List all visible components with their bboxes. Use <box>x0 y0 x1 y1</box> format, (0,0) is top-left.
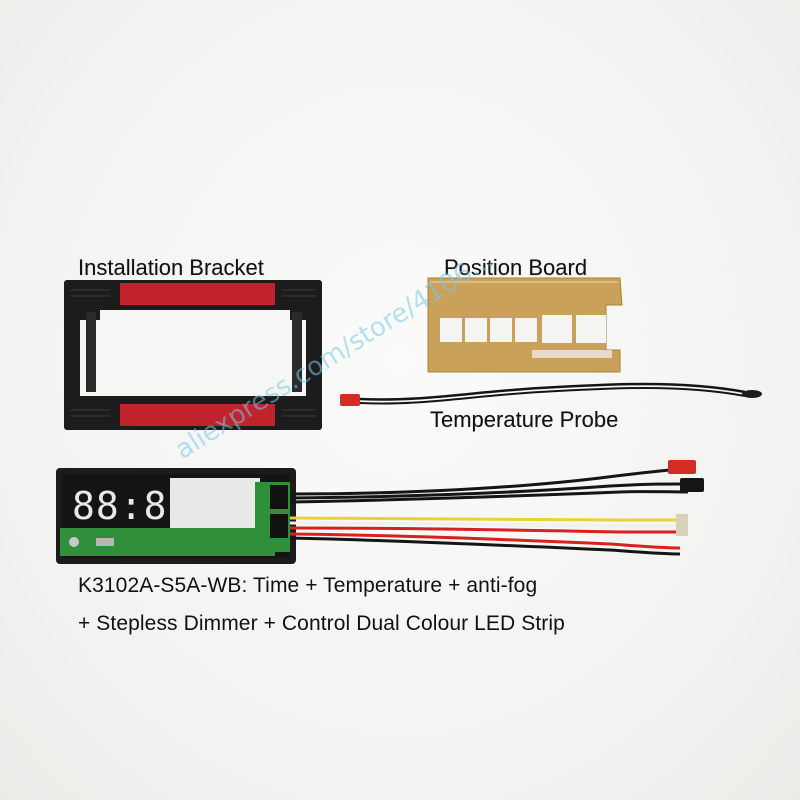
installation-bracket <box>64 280 322 430</box>
temperature-probe-label: Temperature Probe <box>430 407 619 432</box>
position-board <box>427 277 623 373</box>
bracket-red-strip-bottom <box>120 404 275 426</box>
product-caption-line2: + Stepless Dimmer + Control Dual Colour … <box>78 612 565 635</box>
wire-connectors <box>668 460 704 536</box>
module-wires <box>289 468 689 556</box>
temperature-probe <box>340 382 762 406</box>
display-digits: 88:88 <box>72 484 192 528</box>
pcb <box>60 528 275 556</box>
controller-module <box>56 468 296 564</box>
bracket-red-strip-top <box>120 283 275 305</box>
product-caption-line1: K3102A-S5A-WB: Time + Temperature + anti… <box>78 574 538 597</box>
led-display: 88:88 <box>72 486 190 526</box>
installation-bracket-label: Installation Bracket <box>78 255 264 280</box>
position-board-label: Position Board <box>444 255 588 280</box>
